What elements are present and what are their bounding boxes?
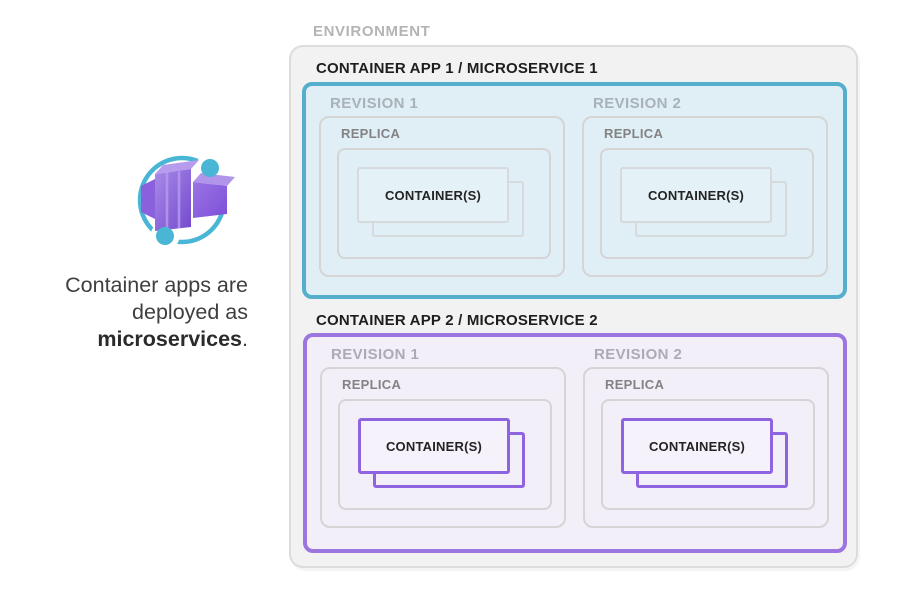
container-right-top (193, 173, 235, 186)
app2-revision-2: REVISION 2 REPLICA CONTAINER(S) (583, 346, 829, 528)
container-box: CONTAINER(S) (621, 418, 773, 474)
container-top-face (155, 160, 199, 174)
pod-box: CONTAINER(S) (337, 148, 551, 259)
environment-label: ENVIRONMENT (313, 23, 431, 40)
revision-label: REVISION 1 (330, 95, 419, 112)
caption-suffix: . (242, 327, 248, 351)
app1-revision-1: REVISION 1 REPLICA CONTAINER(S) (319, 95, 565, 277)
revision-label: REVISION 2 (594, 346, 683, 363)
container-app-1-label: CONTAINER APP 1 / MICROSERVICE 1 (316, 60, 598, 77)
revision-label: REVISION 1 (331, 346, 420, 363)
container-app-1-box: REVISION 1 REPLICA CONTAINER(S) REVISION… (302, 82, 847, 299)
replica-label: REPLICA (605, 377, 665, 392)
pod-box: CONTAINER(S) (338, 399, 552, 510)
caption-bold-word: microservices (97, 327, 243, 351)
container-box: CONTAINER(S) (357, 167, 509, 223)
replica-label: REPLICA (341, 126, 401, 141)
caption: Container apps are deployed as microserv… (30, 272, 248, 353)
replica-label: REPLICA (342, 377, 402, 392)
container-box: CONTAINER(S) (620, 167, 772, 223)
pod-box: CONTAINER(S) (600, 148, 814, 259)
replica-label: REPLICA (604, 126, 664, 141)
app2-revision-1: REVISION 1 REPLICA CONTAINER(S) (320, 346, 566, 528)
revision-label: REVISION 2 (593, 95, 682, 112)
replica-box: REPLICA CONTAINER(S) (583, 367, 829, 528)
azure-container-apps-icon (137, 153, 235, 251)
caption-line-1: Container apps are (65, 273, 248, 297)
app1-revision-2: REVISION 2 REPLICA CONTAINER(S) (582, 95, 828, 277)
container-app-2-box: REVISION 1 REPLICA CONTAINER(S) REVISION… (303, 333, 847, 553)
container-right-face (193, 182, 227, 218)
pod-box: CONTAINER(S) (601, 399, 815, 510)
ring-dot-icon (201, 159, 219, 177)
replica-box: REPLICA CONTAINER(S) (319, 116, 565, 277)
container-left-flap (141, 179, 155, 219)
container-front-face (155, 169, 191, 231)
replica-box: REPLICA CONTAINER(S) (582, 116, 828, 277)
container-app-2-label: CONTAINER APP 2 / MICROSERVICE 2 (316, 312, 598, 329)
replica-box: REPLICA CONTAINER(S) (320, 367, 566, 528)
container-box: CONTAINER(S) (358, 418, 510, 474)
ring-dot-icon (156, 227, 174, 245)
caption-line-2: deployed as (132, 300, 248, 324)
